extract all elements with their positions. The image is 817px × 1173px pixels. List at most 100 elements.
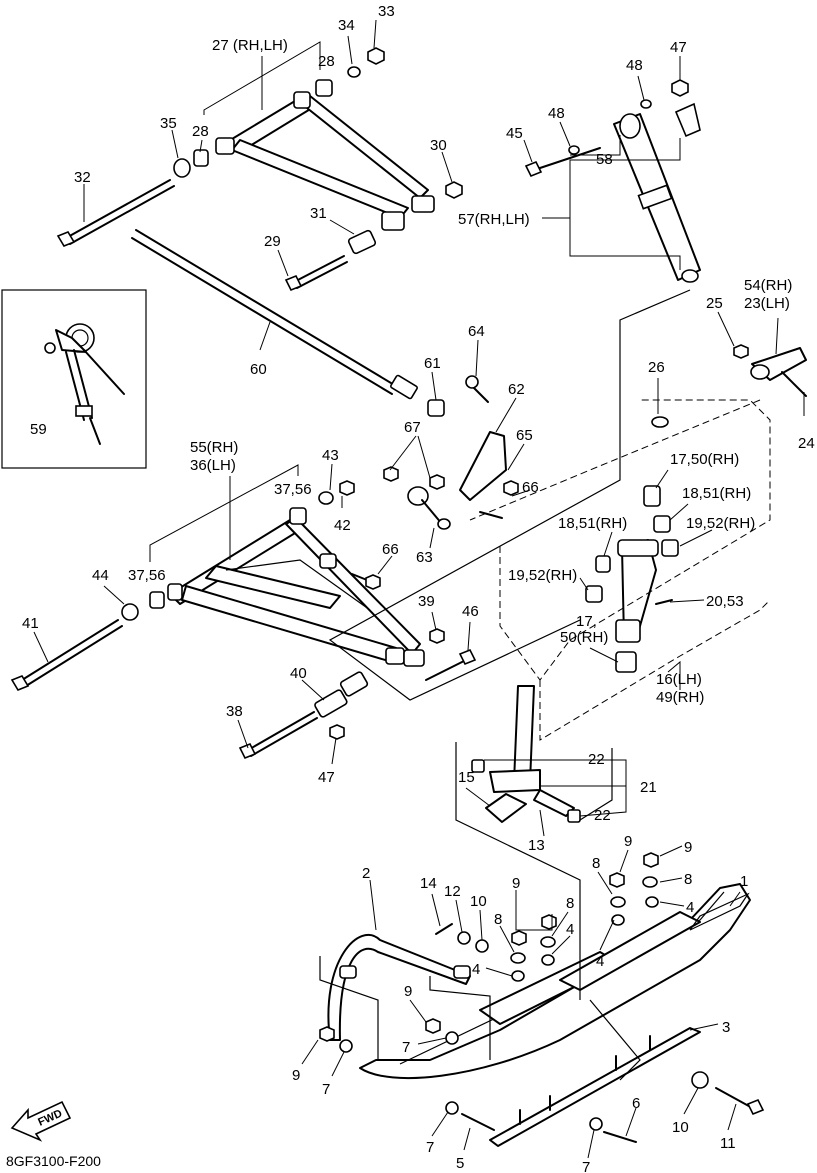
callout-11: 11 — [720, 1135, 736, 1152]
callout-44: 44 — [92, 567, 109, 584]
callout-7: 7 — [402, 1039, 410, 1056]
shock-absorber — [524, 79, 701, 283]
callout-45: 45 — [506, 125, 523, 142]
callout-5: 5 — [456, 1155, 464, 1172]
callout-9: 9 — [684, 839, 692, 856]
callout-7: 7 — [426, 1139, 434, 1156]
callout-10: 10 — [470, 893, 487, 910]
callout-9: 9 — [404, 983, 412, 1000]
callout-40: 40 — [290, 665, 307, 682]
callout-17: 17, — [576, 613, 597, 630]
callout-63: 63 — [416, 549, 433, 566]
callout-66: 66 — [382, 541, 399, 558]
callout-20-53: 20,53 — [706, 593, 744, 610]
callout-67: 67 — [404, 419, 421, 436]
callout-18-51: 18,51(RH) — [682, 485, 751, 502]
callout-12: 12 — [444, 883, 461, 900]
callout-29: 29 — [264, 233, 281, 250]
callout-2: 2 — [362, 865, 370, 882]
callout-48: 48 — [548, 105, 565, 122]
callout-8: 8 — [566, 895, 574, 912]
callout-7: 7 — [322, 1081, 330, 1098]
callout-34: 34 — [338, 17, 355, 34]
callout-59: 59 — [30, 421, 47, 438]
callout-42: 42 — [334, 517, 351, 534]
callout-1: 1 — [740, 873, 748, 890]
callout-3: 3 — [722, 1019, 730, 1036]
callout-37-56: 37,56 — [128, 567, 166, 584]
callout-28: 28 — [192, 123, 209, 140]
stabilizer-rod — [131, 229, 418, 400]
callout-35: 35 — [160, 115, 177, 132]
callout-43: 43 — [322, 447, 339, 464]
forward-arrow: FWD — [10, 1100, 72, 1142]
callout-30: 30 — [430, 137, 447, 154]
stabilizer-link — [351, 375, 519, 590]
callout-41: 41 — [22, 615, 39, 632]
callout-9: 9 — [292, 1067, 300, 1084]
callout-25: 25 — [706, 295, 723, 312]
callout-10: 10 — [672, 1119, 689, 1136]
callout-31: 31 — [310, 205, 327, 222]
callout-19-52: 19,52(RH) — [686, 515, 755, 532]
callout-13: 13 — [528, 837, 545, 854]
callout-57: 57(RH,LH) — [458, 211, 530, 228]
callout-64: 64 — [468, 323, 485, 340]
callout-65: 65 — [516, 427, 533, 444]
callout-24: 24 — [798, 435, 815, 452]
callout-46: 46 — [462, 603, 479, 620]
callout-22: 22 — [588, 751, 605, 768]
callout-60: 60 — [250, 361, 267, 378]
callout-8: 8 — [592, 855, 600, 872]
callout-8: 8 — [494, 911, 502, 928]
inset-box-59 — [1, 289, 147, 469]
callout-54: 54(RH) — [744, 277, 792, 294]
callout-4: 4 — [686, 899, 694, 916]
callout-27: 27 (RH,LH) — [212, 37, 288, 54]
callout-14: 14 — [420, 875, 437, 892]
steering-column — [471, 685, 581, 823]
callout-6: 6 — [632, 1095, 640, 1112]
callout-50: 50(RH) — [560, 629, 608, 646]
callout-66: 66 — [522, 479, 539, 496]
callout-39: 39 — [418, 593, 435, 610]
callout-28: 28 — [318, 53, 335, 70]
callout-33: 33 — [378, 3, 395, 20]
callout-58: 58 — [596, 151, 613, 168]
ski — [319, 852, 765, 1147]
callout-8: 8 — [684, 871, 692, 888]
callout-7: 7 — [582, 1159, 590, 1173]
callout-47: 47 — [670, 39, 687, 56]
callout-4: 4 — [596, 953, 604, 970]
callout-26: 26 — [648, 359, 665, 376]
callout-16: 16(LH) — [656, 671, 702, 688]
callout-37-56: 37,56 — [274, 481, 312, 498]
callout-19-52: 19,52(RH) — [508, 567, 577, 584]
callout-9: 9 — [624, 833, 632, 850]
callout-47: 47 — [318, 769, 335, 786]
callout-23: 23(LH) — [744, 295, 790, 312]
callout-38: 38 — [226, 703, 243, 720]
callout-21: 21 — [640, 779, 657, 796]
callout-61: 61 — [424, 355, 441, 372]
steering-arm — [733, 344, 807, 397]
callout-62: 62 — [508, 381, 525, 398]
callout-36: 36(LH) — [190, 457, 236, 474]
callout-48: 48 — [626, 57, 643, 74]
upper-a-arm — [56, 47, 463, 292]
callout-9: 9 — [512, 875, 520, 892]
reference-lines — [319, 289, 771, 1081]
callout-55: 55(RH) — [190, 439, 238, 456]
callout-32: 32 — [74, 169, 91, 186]
leader-lines — [33, 19, 805, 1159]
lower-a-arm — [10, 480, 477, 760]
callout-15: 15 — [458, 769, 475, 786]
diagram-code: 8GF3100-F200 — [6, 1153, 101, 1169]
callout-4: 4 — [566, 921, 574, 938]
callout-22: 22 — [594, 807, 611, 824]
callout-49: 49(RH) — [656, 689, 704, 706]
callout-4: 4 — [472, 961, 480, 978]
callout-17-50: 17,50(RH) — [670, 451, 739, 468]
callout-labels: 33 34 27 (RH,LH) 28 28 35 30 32 31 29 47… — [22, 3, 815, 1173]
